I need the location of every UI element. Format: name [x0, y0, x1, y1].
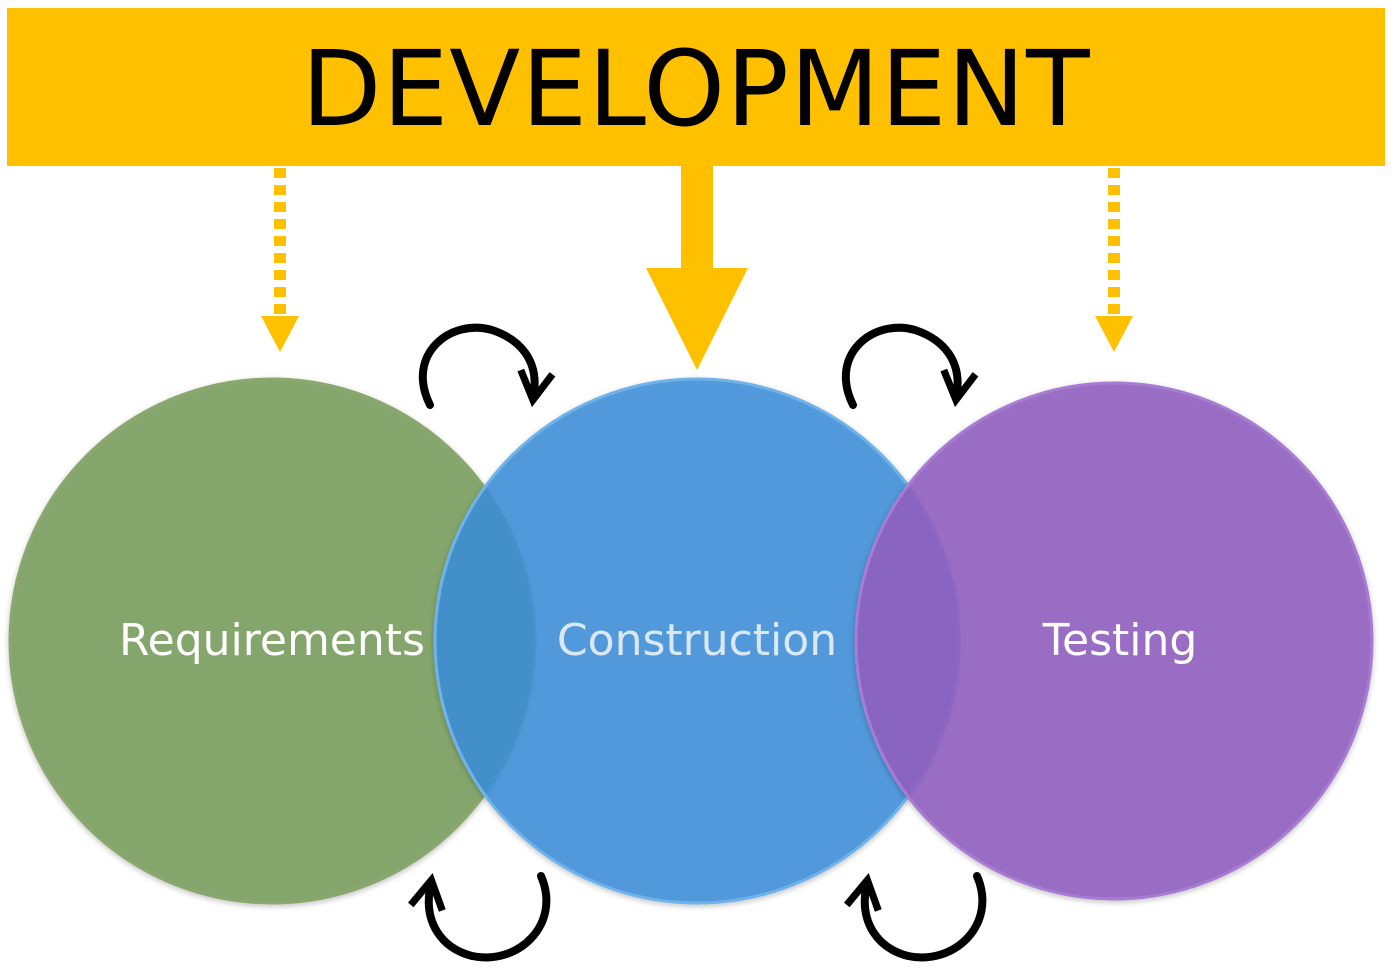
testing-circle: [854, 381, 1374, 901]
testing-label: Testing: [1042, 615, 1198, 666]
loop-arrow-icon: [844, 872, 987, 962]
construction-label: Construction: [556, 615, 838, 666]
banner-title: DEVELOPMENT: [301, 28, 1091, 150]
development-banner: DEVELOPMENT: [7, 8, 1385, 166]
dotted-arrow-testing: [1095, 168, 1133, 352]
loop-arrow-icon: [408, 872, 551, 962]
solid-arrow-construction: [646, 166, 748, 370]
dotted-arrow-requirements: [261, 168, 299, 352]
loop-arrow-icon: [418, 323, 556, 409]
requirements-label: Requirements: [119, 615, 425, 666]
loop-arrow-icon: [841, 323, 979, 409]
